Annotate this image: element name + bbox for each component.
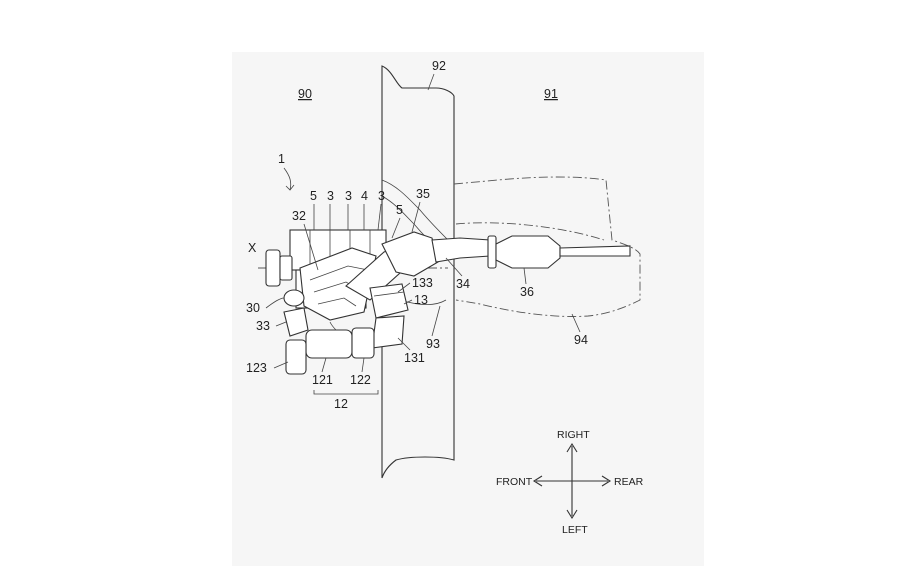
label-32: 32 [292, 209, 306, 223]
label-90: 90 [298, 87, 312, 101]
front-pulley [265, 249, 281, 287]
leader-131 [397, 337, 411, 351]
leader-3-c [377, 203, 382, 231]
component-131 [371, 315, 405, 349]
label-3-a: 3 [327, 189, 334, 203]
direction-front-label: FRONT [496, 476, 533, 488]
intake-runner [317, 297, 357, 307]
leader-133 [397, 282, 411, 293]
direction-rear-label: REAR [614, 476, 644, 488]
leader-36 [523, 267, 527, 285]
direction-left-label: LEFT [562, 524, 588, 536]
label-x: X [248, 241, 257, 255]
leader-35 [411, 201, 421, 233]
component-30 [283, 289, 305, 307]
dash-panel-outline [381, 65, 455, 479]
leader-32 [303, 223, 319, 271]
tail-pipe [559, 245, 631, 257]
label-121: 121 [312, 373, 333, 387]
label-93: 93 [426, 337, 440, 351]
intake-runner [309, 265, 369, 281]
leader-1 [283, 167, 292, 191]
dash-panel-inner-bend [381, 179, 449, 241]
label-131: 131 [404, 351, 425, 365]
label-3-c: 3 [378, 189, 385, 203]
label-36: 36 [520, 285, 534, 299]
label-12: 12 [334, 397, 348, 411]
label-30: 30 [246, 301, 260, 315]
direction-right-label: RIGHT [557, 429, 590, 441]
component-12-pipe [329, 321, 337, 331]
label-33: 33 [256, 319, 270, 333]
leader-34 [445, 257, 463, 277]
leader-94 [571, 313, 581, 333]
component-121 [305, 329, 353, 359]
arrow-right-head [601, 475, 612, 487]
label-35: 35 [416, 187, 430, 201]
leader-13 [403, 299, 413, 305]
label-122: 122 [350, 373, 371, 387]
component-33 [283, 307, 309, 337]
component-123 [285, 339, 307, 375]
component-122 [351, 327, 375, 359]
label-34: 34 [456, 277, 470, 291]
bracket-12 [313, 390, 379, 395]
floor-tunnel-outline [453, 176, 641, 317]
label-92: 92 [432, 59, 446, 73]
leader-122 [361, 357, 365, 373]
catalytic-converter-36 [495, 235, 561, 269]
label-4: 4 [361, 189, 368, 203]
leader-5-right [391, 217, 401, 239]
label-13: 13 [414, 293, 428, 307]
label-5-left: 5 [310, 189, 317, 203]
arrow-1-head [285, 184, 295, 191]
floor-tunnel-inner [455, 222, 605, 241]
label-94: 94 [574, 333, 588, 347]
label-5-right: 5 [396, 203, 403, 217]
label-123: 123 [246, 361, 267, 375]
arrow-up-head [566, 442, 578, 453]
label-1: 1 [278, 152, 285, 166]
arrow-down-head [566, 509, 578, 520]
front-pulley-hub [279, 255, 293, 281]
arrow-left-head [532, 475, 543, 487]
leader-121 [321, 357, 327, 373]
intake-manifold [299, 247, 377, 321]
leader-33 [275, 321, 287, 327]
leader-93 [431, 305, 441, 337]
label-91: 91 [544, 87, 558, 101]
label-3-b: 3 [345, 189, 352, 203]
label-133: 133 [412, 276, 433, 290]
component-133 [373, 291, 405, 297]
leader-30 [265, 297, 285, 309]
leader-123 [273, 361, 289, 369]
leader-92 [427, 73, 435, 91]
flange [487, 235, 497, 269]
